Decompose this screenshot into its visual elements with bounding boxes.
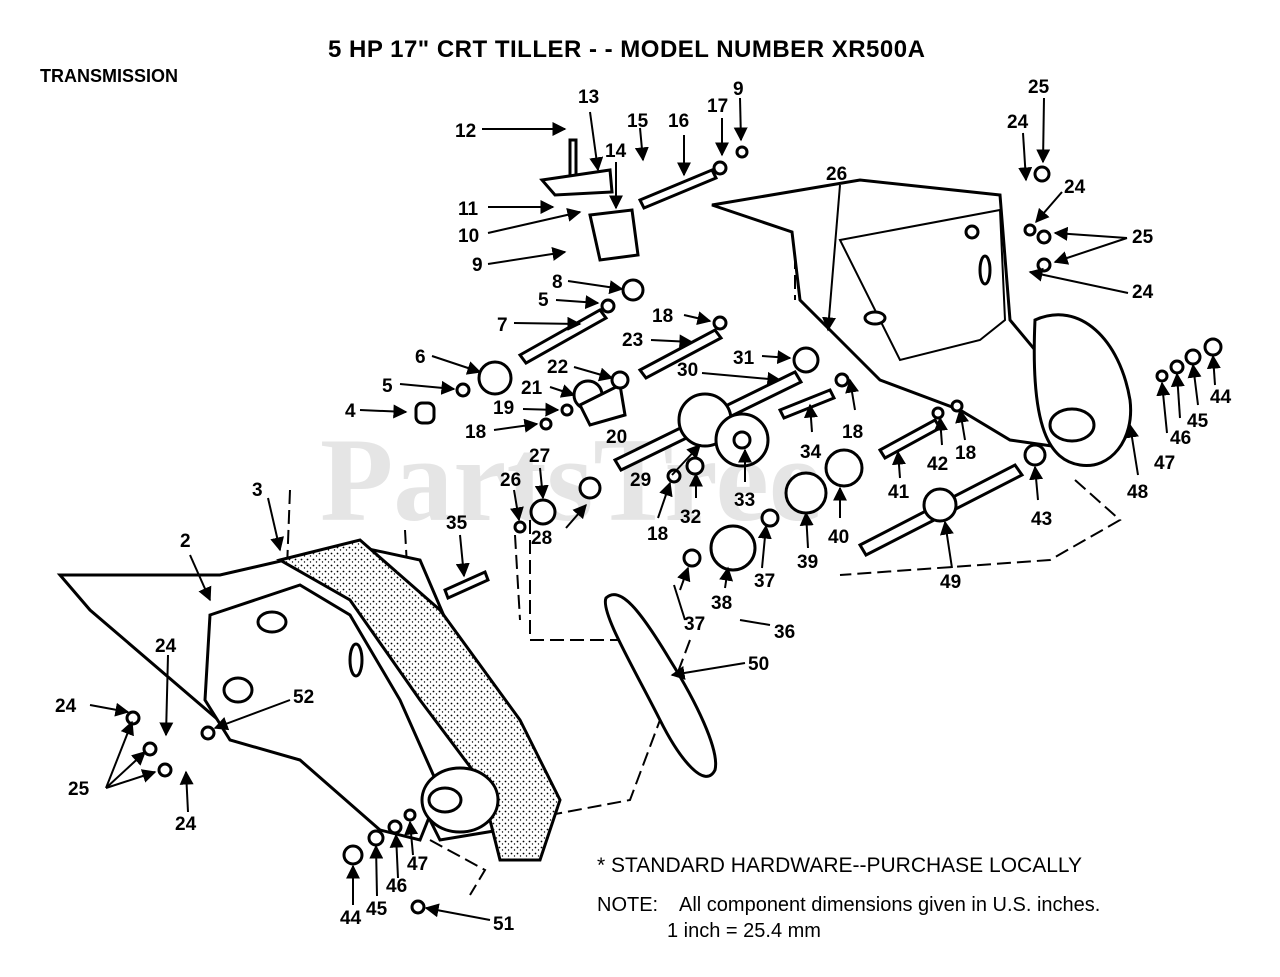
callout-c21: 21 [521, 378, 543, 399]
callout-c47a: 47 [1154, 453, 1175, 474]
callout-c46b: 46 [386, 876, 407, 897]
callout-c31: 31 [733, 348, 755, 369]
callout-c37a: 37 [754, 571, 775, 592]
callout-c6: 6 [415, 347, 426, 368]
shifter-assembly [539, 138, 749, 262]
callout-c23: 23 [622, 330, 643, 351]
callout-c18e: 18 [647, 524, 668, 545]
callout-c16: 16 [668, 111, 689, 132]
callout-c48: 48 [1127, 482, 1148, 503]
callout-c7: 7 [497, 315, 508, 336]
leader-arrows [89, 97, 1221, 921]
callout-c35: 35 [446, 513, 468, 534]
callout-c47b: 47 [407, 854, 428, 875]
callout-c45b: 45 [366, 899, 388, 920]
callout-c25b: 25 [1132, 227, 1154, 248]
callout-c10: 10 [458, 226, 479, 247]
callout-c2: 2 [180, 531, 191, 552]
dimension-note: NOTE: All component dimensions given in U… [597, 892, 1100, 944]
callout-c37b: 37 [684, 614, 705, 635]
callout-c18b: 18 [465, 422, 486, 443]
callout-c20: 20 [606, 427, 627, 448]
callout-c3: 3 [252, 480, 263, 501]
assembly-dashed-lines [284, 235, 1122, 896]
callout-c24d: 24 [55, 696, 77, 717]
callout-c24b: 24 [1064, 177, 1086, 198]
callout-c24a: 24 [1007, 112, 1029, 133]
callout-c5b: 5 [382, 376, 393, 397]
callout-c27: 27 [529, 446, 550, 467]
callout-c24f: 24 [175, 814, 197, 835]
callout-c26b: 26 [500, 470, 521, 491]
section-label: TRANSMISSION [40, 66, 179, 86]
diagram-title: 5 HP 17" CRT TILLER - - MODEL NUMBER XR5… [328, 36, 926, 63]
callout-c5a: 5 [538, 290, 549, 311]
callout-c26a: 26 [826, 164, 847, 185]
callout-c24c: 24 [1132, 282, 1154, 303]
callout-c9a: 9 [733, 79, 744, 100]
callout-c39: 39 [797, 552, 818, 573]
callout-c11: 11 [458, 199, 479, 220]
callout-c14: 14 [605, 141, 627, 162]
callout-c29: 29 [630, 470, 651, 491]
callout-c13: 13 [578, 87, 599, 108]
callout-c19: 19 [493, 398, 514, 419]
callout-c25a: 25 [1028, 77, 1050, 98]
axle-hardware [125, 165, 1223, 915]
callout-c38: 38 [711, 593, 732, 614]
callout-c32: 32 [680, 507, 701, 528]
callout-c42: 42 [927, 454, 948, 475]
callout-c41: 41 [888, 482, 910, 503]
callout-c18a: 18 [652, 306, 673, 327]
callout-c52: 52 [293, 687, 314, 708]
callout-c9b: 9 [472, 255, 483, 276]
standard-hardware-note: * STANDARD HARDWARE--PURCHASE LOCALLY [597, 854, 1083, 877]
callout-c43: 43 [1031, 509, 1052, 530]
dimension-note-line2: 1 inch = 25.4 mm [667, 920, 821, 942]
callout-c49: 49 [940, 572, 961, 593]
dimension-note-line1: All component dimensions given in U.S. i… [679, 894, 1101, 916]
callout-c40: 40 [828, 527, 849, 548]
note-label: NOTE: [597, 894, 659, 916]
callout-c17: 17 [707, 96, 728, 117]
callout-c34: 34 [800, 442, 822, 463]
right-housing [711, 178, 1133, 468]
callout-c18c: 18 [842, 422, 863, 443]
drive-chain [603, 593, 718, 778]
callout-c18d: 18 [955, 443, 976, 464]
callout-c33: 33 [734, 490, 755, 511]
callout-c25c: 25 [68, 779, 90, 800]
callout-c45a: 45 [1187, 411, 1209, 432]
callout-c46a: 46 [1170, 428, 1191, 449]
callout-c44a: 44 [1210, 387, 1232, 408]
callout-c51: 51 [493, 914, 515, 935]
callout-c50: 50 [748, 654, 769, 675]
callout-c8: 8 [552, 272, 563, 293]
shafts-and-gears [414, 278, 1047, 601]
left-housing [56, 538, 562, 862]
callout-c24e: 24 [155, 636, 177, 657]
callout-c44b: 44 [340, 908, 362, 929]
callout-c4: 4 [345, 401, 356, 422]
callout-c22: 22 [547, 357, 568, 378]
callout-c30: 30 [677, 360, 698, 381]
callout-c15: 15 [627, 111, 649, 132]
callout-c12: 12 [455, 121, 476, 142]
callout-c36: 36 [774, 622, 795, 643]
callout-c28: 28 [531, 528, 552, 549]
